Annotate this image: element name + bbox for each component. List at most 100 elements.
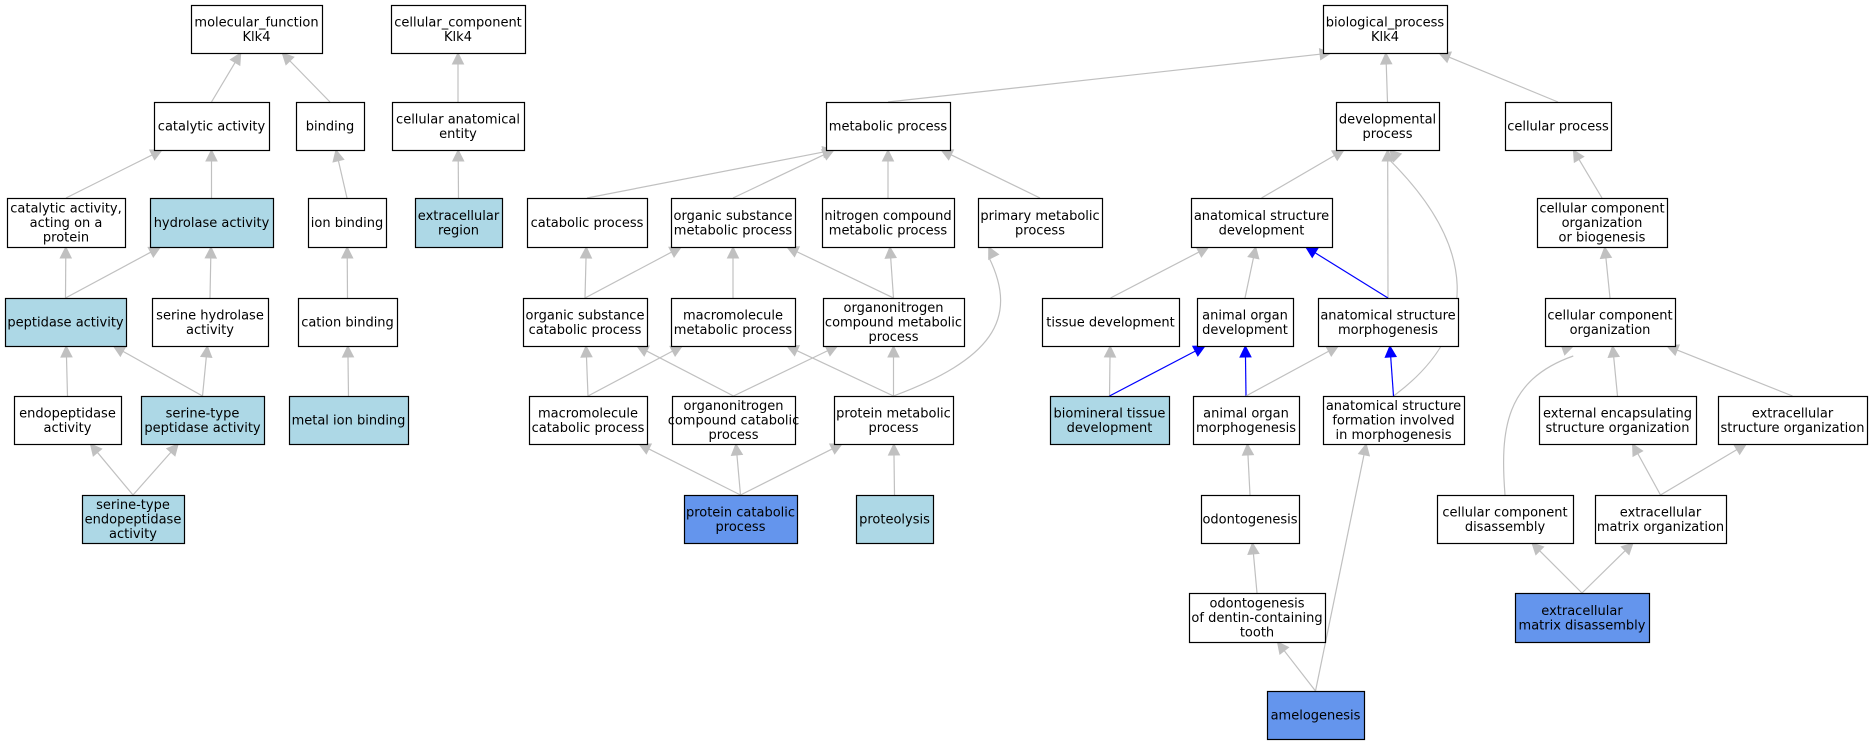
edge-binding-to-mf_root: [281, 52, 331, 103]
node-box: [977, 197, 1104, 249]
node-label-line: external encapsulating: [1543, 406, 1692, 421]
edge-organonitrogen_catab-to-org_subst_catab: [635, 345, 734, 397]
node-box: [1192, 395, 1301, 446]
node-label-line: metabolic process: [829, 120, 948, 135]
node-catabolic[interactable]: catabolic process: [526, 197, 649, 249]
edge-cc_org-to-cc_org_biogenesis: [1599, 245, 1613, 299]
node-label-line: or biogenesis: [1559, 231, 1646, 246]
node-box: [1436, 494, 1575, 545]
node-ion_binding[interactable]: ion binding: [307, 197, 388, 249]
node-label-line: odontogenesis: [1202, 513, 1297, 528]
node-metabolic[interactable]: metabolic process: [825, 101, 952, 152]
node-label-line: region: [438, 223, 479, 238]
node-box: [1041, 297, 1181, 348]
node-label-line: catalytic activity: [158, 120, 266, 135]
node-hydrolase[interactable]: hydrolase activity: [149, 197, 275, 249]
node-box: [1322, 4, 1449, 55]
node-box: [153, 101, 271, 152]
node-label-line: nitrogen compound: [824, 209, 951, 224]
edge-org_subst_catab-to-catabolic: [579, 245, 593, 299]
node-label-line: animal organ: [1203, 406, 1289, 421]
node-box: [414, 197, 504, 249]
node-label-line: proteolysis: [859, 513, 930, 528]
node-label-line: biomineral tissue: [1054, 406, 1166, 421]
node-peptidase[interactable]: peptidase activity: [4, 297, 128, 348]
node-label-line: metabolic process: [674, 223, 793, 238]
node-box: [1536, 197, 1669, 249]
node-label-line: extracellular: [1752, 406, 1834, 421]
edge-anat_struct_morph-to-developmental: [1381, 148, 1395, 299]
node-cellular_process[interactable]: cellular process: [1504, 101, 1613, 152]
node-label-line: process: [1015, 223, 1065, 238]
edge-animal_organ_morph-to-anat_struct_morph: [1245, 345, 1340, 397]
node-label-line: serine-type: [166, 406, 240, 421]
edge-odontogenesis-to-animal_organ_morph: [1241, 442, 1255, 496]
node-amelogenesis[interactable]: amelogenesis: [1266, 690, 1366, 741]
edge-metabolic-to-bp_root: [887, 47, 1333, 103]
node-box: [4, 297, 128, 348]
node-tissue_dev[interactable]: tissue development: [1041, 297, 1181, 348]
edge-layer: [59, 47, 1793, 692]
node-label-line: activity: [44, 421, 92, 436]
node-metal_ion_binding[interactable]: metal ion binding: [288, 395, 410, 446]
node-label-line: serine hydrolase: [156, 308, 264, 323]
edge-protein_metab-to-macromol_metab: [785, 345, 894, 397]
edge-organonitrogen_catab-to-organonitrogen_metab: [733, 345, 839, 397]
node-cation_binding[interactable]: cation binding: [297, 297, 399, 348]
node-box: [1190, 197, 1334, 249]
edge-animal_organ_dev-to-anat_struct_dev: [1244, 245, 1260, 299]
edge-metal_ion_binding-to-cation_binding: [341, 344, 355, 397]
edge-extracellular_region-to-cell_anat_entity: [451, 148, 465, 199]
node-box: [670, 197, 797, 249]
node-label-line: development: [1067, 421, 1153, 436]
node-box: [822, 297, 966, 348]
edge-amelogenesis-to-anat_struct_formation: [1314, 442, 1371, 692]
node-catalytic[interactable]: catalytic activity: [153, 101, 271, 152]
node-label-line: metabolic process: [829, 223, 948, 238]
node-label-line: process: [1363, 127, 1413, 142]
node-binding[interactable]: binding: [295, 101, 366, 152]
node-label-line: tooth: [1240, 626, 1274, 641]
node-proteolysis[interactable]: proteolysis: [855, 494, 935, 545]
node-odontogenesis[interactable]: odontogenesis: [1200, 494, 1301, 545]
edge-protein_metab-to-primary_metab: [893, 245, 1002, 397]
edge-ecm_org-to-extracellular_struct_org: [1660, 443, 1748, 496]
edge-ecm_disassembly-to-cc_disassembly: [1531, 542, 1583, 594]
